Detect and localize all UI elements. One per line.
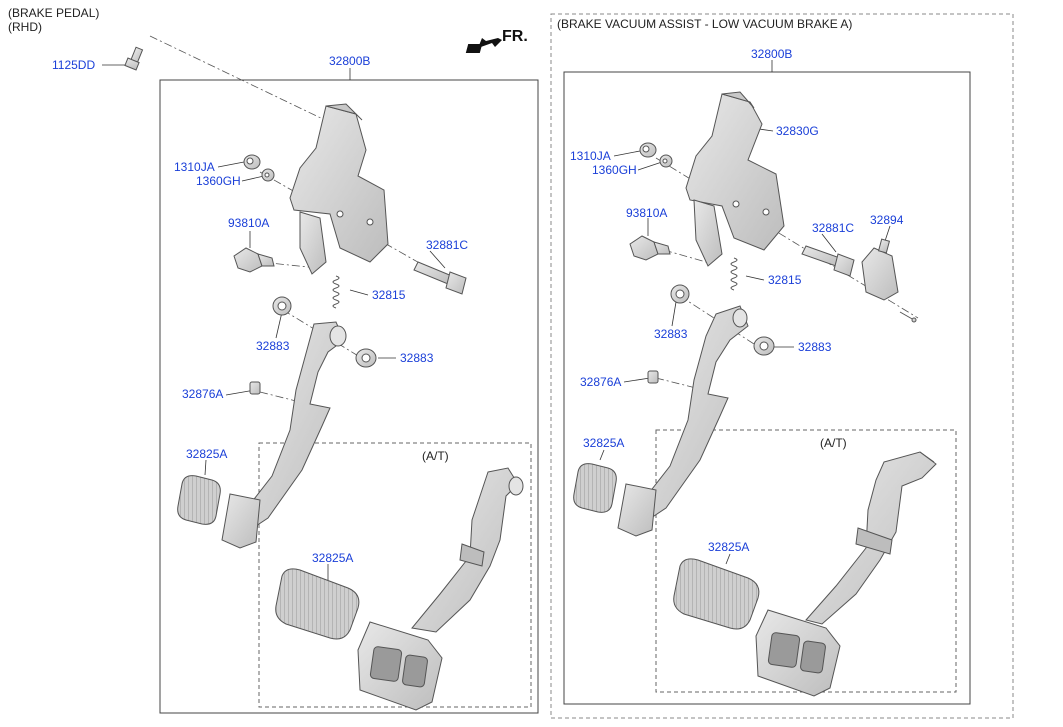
- left-title-line1: (BRAKE PEDAL): [8, 6, 100, 20]
- bushing-1310ja-icon: [639, 142, 657, 158]
- right-parts: [573, 91, 937, 697]
- part-label-93810a-r[interactable]: 93810A: [626, 206, 668, 220]
- left-leader-lines: [102, 64, 446, 582]
- left-title-line2: (RHD): [8, 20, 42, 34]
- part-label-32825a-at[interactable]: 32825A: [312, 551, 354, 565]
- brake-pedal-arm-icon: [243, 321, 347, 531]
- right-assembly-frame: [563, 71, 971, 705]
- stopper-32876a-icon: [647, 370, 659, 384]
- right-title: (BRAKE VACUUM ASSIST - LOW VACUUM BRAKE …: [557, 17, 853, 31]
- part-label-32883-upper[interactable]: 32883: [256, 339, 290, 353]
- part-label-32881c[interactable]: 32881C: [426, 238, 469, 252]
- part-label-32825a[interactable]: 32825A: [186, 447, 228, 461]
- at-pedal-arm-icon: [805, 451, 937, 625]
- left-assembly-frame: [159, 79, 539, 714]
- part-label-32825a-r[interactable]: 32825A: [583, 436, 625, 450]
- at-pedal-pad-32825a-icon: [275, 568, 360, 640]
- part-label-32830g[interactable]: 32830G: [776, 124, 819, 138]
- pedal-sensor-32894-icon: [861, 238, 917, 323]
- part-label-32894[interactable]: 32894: [870, 213, 904, 227]
- at-pedal-foot-icon: [357, 621, 443, 711]
- left-at-label: (A/T): [422, 449, 449, 463]
- bushing-32883-right-icon: [355, 348, 377, 368]
- bolt-32881c-icon: [413, 261, 467, 295]
- front-direction-label: FR.: [502, 28, 528, 45]
- right-at-frame: [655, 429, 957, 693]
- left-at-frame: [258, 442, 532, 708]
- bushing-1310ja-icon: [243, 154, 261, 170]
- part-label-1125dd[interactable]: 1125DD: [52, 58, 96, 72]
- stop-switch-93810a-icon: [233, 247, 275, 273]
- left-assembly-label[interactable]: 32800B: [329, 54, 371, 68]
- washer-1360gh-icon: [261, 168, 275, 182]
- part-label-1360gh[interactable]: 1360GH: [196, 174, 241, 188]
- brake-pedal-arm-icon: [641, 305, 749, 521]
- part-label-32883-right[interactable]: 32883: [400, 351, 434, 365]
- bolt-1125dd-icon: [124, 46, 144, 71]
- part-label-32883-upper-r[interactable]: 32883: [654, 327, 688, 341]
- part-label-32815-r[interactable]: 32815: [768, 273, 802, 287]
- part-label-1360gh-r[interactable]: 1360GH: [592, 163, 637, 177]
- part-label-93810a[interactable]: 93810A: [228, 216, 270, 230]
- front-arrow-icon: [465, 38, 502, 53]
- right-assembly-label[interactable]: 32800B: [751, 47, 793, 61]
- part-label-1310ja[interactable]: 1310JA: [174, 160, 215, 174]
- pedal-pad-32825a-icon: [177, 475, 221, 525]
- brake-pedal-foot-icon: [617, 483, 657, 537]
- part-label-32876a-r[interactable]: 32876A: [580, 375, 622, 389]
- part-label-32881c-r[interactable]: 32881C: [812, 221, 855, 235]
- at-pedal-arm-icon: [411, 467, 524, 633]
- bolt-32881c-icon: [801, 245, 855, 277]
- right-leader-lines: [599, 60, 891, 565]
- pedal-bracket-32830g-icon: [685, 91, 785, 267]
- return-spring-32815-icon: [332, 275, 340, 309]
- washer-1360gh-icon: [659, 154, 673, 168]
- brake-pedal-foot-icon: [221, 493, 261, 549]
- part-label-1310ja-r[interactable]: 1310JA: [570, 149, 611, 163]
- pedal-bracket-icon: [289, 103, 389, 275]
- stop-switch-93810a-icon: [629, 235, 671, 261]
- part-label-32883-right-r[interactable]: 32883: [798, 340, 832, 354]
- return-spring-32815-icon: [730, 257, 738, 291]
- part-label-32876a[interactable]: 32876A: [182, 387, 224, 401]
- part-label-32825a-at-r[interactable]: 32825A: [708, 540, 750, 554]
- left-parts: [124, 46, 524, 711]
- at-pedal-pad-32825a-icon: [673, 558, 760, 630]
- pedal-pad-32825a-icon: [573, 463, 617, 513]
- stopper-32876a-icon: [249, 381, 261, 395]
- bushing-32883-right-icon: [753, 336, 775, 356]
- bushing-32883-upper-icon: [272, 296, 292, 316]
- right-at-label: (A/T): [820, 436, 847, 450]
- at-pedal-foot-icon: [755, 609, 841, 697]
- bushing-32883-upper-icon: [670, 284, 690, 304]
- right-variant-frame: [550, 13, 1014, 719]
- part-label-32815[interactable]: 32815: [372, 288, 406, 302]
